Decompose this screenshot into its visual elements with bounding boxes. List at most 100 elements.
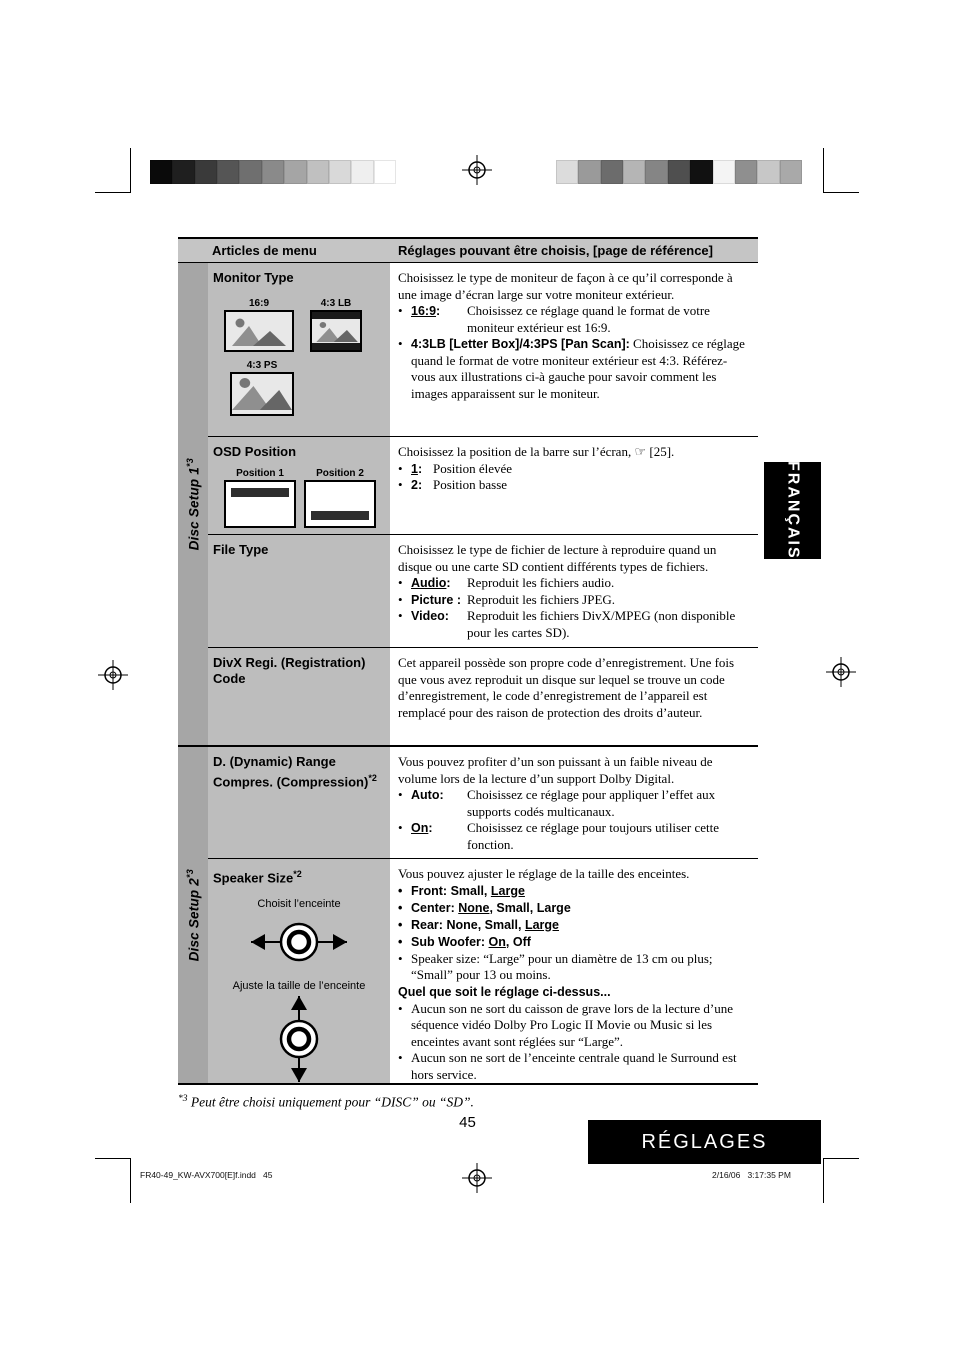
option-text: Choisissez ce réglage quand le format de… bbox=[467, 303, 710, 335]
desc-monitor-type: Choisissez le type de moniteur de façon … bbox=[390, 263, 758, 436]
bullet: • bbox=[398, 303, 403, 318]
calibration-swatch bbox=[284, 160, 307, 184]
option-keyword: Auto: bbox=[411, 788, 444, 802]
header-menu-items: Articles de menu bbox=[212, 243, 317, 258]
note-text: Aucun son ne sort de l’enceinte centrale… bbox=[411, 1050, 737, 1082]
option-text: Sub Woofer: On, Off bbox=[411, 934, 531, 949]
menu-cell-osd-position: OSD Position Position 1 Position 2 bbox=[208, 437, 390, 534]
disc-setup-2-label: Disc Setup 2*3 bbox=[184, 868, 202, 962]
screen-label-position-1: Position 1 bbox=[236, 468, 284, 479]
calibration-swatch bbox=[239, 160, 262, 184]
menu-title: DivX Regi. (Registration)Code bbox=[213, 655, 366, 686]
knob-up-down-icon bbox=[279, 996, 319, 1083]
calibration-bar-left bbox=[150, 160, 396, 184]
knob-adjust-caption: Ajuste la taille de l’enceinte bbox=[232, 980, 366, 993]
option-text: Position basse bbox=[433, 477, 508, 492]
calibration-swatch bbox=[623, 160, 646, 184]
calibration-swatch bbox=[261, 160, 285, 184]
option-text: Reproduit les fichiers JPEG. bbox=[467, 591, 616, 607]
screen-label-16-9: 16:9 bbox=[248, 298, 269, 309]
menu-title: File Type bbox=[213, 542, 269, 557]
option-item: • 2: Position basse bbox=[398, 477, 746, 494]
speaker-controls-illustration: Choisit l’enceinte Ajuste la taille de l… bbox=[208, 886, 390, 1083]
bullet: • bbox=[398, 787, 403, 802]
desc-osd-position: Choisissez la position de la barre sur l… bbox=[390, 437, 758, 534]
bullet: • bbox=[398, 1000, 403, 1016]
print-footer-filename: FR40-49_KW-AVX700[E]f.indd 45 bbox=[140, 1170, 273, 1180]
menu-cell-speaker-size: Speaker Size*2 Choisit l’enceinte Ajuste… bbox=[208, 859, 390, 1083]
description-text: Choisissez le type de moniteur de façon … bbox=[398, 270, 733, 302]
calibration-swatch bbox=[373, 160, 396, 184]
crop-mark bbox=[95, 1158, 131, 1159]
option-keyword: Picture : bbox=[411, 592, 462, 607]
option-item: • Sub Woofer: On, Off bbox=[398, 934, 746, 951]
option-text: Front: Small, Large bbox=[411, 883, 525, 898]
crop-mark bbox=[823, 1158, 824, 1203]
desc-divx-code: Cet appareil possède son propre code d’e… bbox=[390, 648, 758, 745]
crop-mark bbox=[823, 148, 824, 193]
bullet: • bbox=[398, 900, 403, 915]
footnote-marker: *3 bbox=[178, 1094, 188, 1104]
menu-title: Monitor Type bbox=[213, 270, 294, 285]
calibration-swatch bbox=[194, 160, 218, 184]
header-settings: Réglages pouvant être choisis, [page de … bbox=[398, 243, 713, 258]
description-text: Choisissez la position de la barre sur l… bbox=[398, 444, 675, 459]
bullet: • bbox=[398, 460, 403, 476]
description-text: Cet appareil possède son propre code d’e… bbox=[398, 655, 735, 720]
calibration-swatch bbox=[556, 160, 579, 184]
option-keyword: Video: bbox=[411, 609, 449, 623]
description-text: Vous pouvez ajuster le réglage de la tai… bbox=[398, 866, 690, 881]
description-text: Choisissez le type de fichier de lecture… bbox=[398, 542, 717, 574]
option-text: Choisissez ce réglage pour toujours util… bbox=[467, 820, 719, 852]
desc-file-type: Choisissez le type de fichier de lecture… bbox=[390, 535, 758, 647]
bullet: • bbox=[398, 950, 403, 966]
crop-mark bbox=[823, 1158, 859, 1159]
menu-cell-divx-code: DivX Regi. (Registration)Code bbox=[208, 648, 390, 745]
crop-mark bbox=[95, 192, 131, 193]
option-keyword: 2: bbox=[411, 478, 423, 492]
calibration-swatch bbox=[645, 160, 668, 184]
option-item: • Audio: Reproduit les fichiers audio. bbox=[398, 575, 746, 592]
note-text: Speaker size: “Large” pour un diamètre d… bbox=[411, 950, 713, 983]
option-item: • Center: None, Small, Large bbox=[398, 900, 746, 917]
bullet: • bbox=[398, 477, 403, 492]
option-text: Rear: None, Small, Large bbox=[411, 917, 559, 932]
disc-setup-1-label: Disc Setup 1*3 bbox=[184, 457, 202, 551]
registration-mark-icon bbox=[826, 657, 856, 687]
calibration-swatch bbox=[578, 160, 601, 184]
registration-mark-icon bbox=[462, 155, 492, 185]
option-text: Position élevée bbox=[433, 460, 513, 476]
note-text: Aucun son ne sort du caisson de grave lo… bbox=[411, 1000, 734, 1049]
osd-illustration-position-1 bbox=[224, 480, 296, 528]
option-keyword: 16:9: bbox=[411, 304, 441, 318]
option-item: • 16:9: Choisissez ce réglage quand le f… bbox=[398, 303, 746, 336]
monitor-illustration-16-9 bbox=[224, 310, 294, 352]
calibration-swatch bbox=[600, 160, 624, 184]
menu-title: Speaker Size*2 bbox=[213, 869, 302, 886]
photo-doodle-letterbox-icon bbox=[312, 312, 360, 350]
monitor-illustration-4-3-lb bbox=[310, 310, 362, 352]
option-item: • 1: Position élevée bbox=[398, 461, 746, 478]
footnote-text: Peut être choisi uniquement pour “DISC” … bbox=[187, 1094, 474, 1110]
row-divider bbox=[208, 858, 758, 860]
table-border bbox=[178, 237, 758, 239]
calibration-swatch bbox=[150, 160, 173, 184]
option-item: • On: Choisissez ce réglage pour toujour… bbox=[398, 820, 746, 853]
option-item: • 4:3LB [Letter Box]/4:3PS [Pan Scan]: C… bbox=[398, 336, 746, 402]
section-title-box: RÉGLAGES bbox=[588, 1120, 821, 1164]
row-divider bbox=[208, 534, 758, 536]
bullet: • bbox=[398, 883, 403, 898]
screen-label-position-2: Position 2 bbox=[316, 468, 364, 479]
calibration-swatch bbox=[217, 160, 240, 184]
option-text: Choisissez ce réglage pour appliquer l’e… bbox=[467, 787, 716, 819]
calibration-swatch bbox=[779, 160, 802, 184]
bullet: • bbox=[398, 336, 403, 351]
option-keyword: On: bbox=[411, 821, 433, 835]
monitor-illustration-4-3-ps bbox=[230, 372, 294, 416]
option-keyword: 4:3LB [Letter Box]/4:3PS [Pan Scan]: bbox=[411, 337, 630, 351]
row-divider bbox=[208, 647, 758, 649]
osd-bar-bottom bbox=[311, 511, 369, 520]
